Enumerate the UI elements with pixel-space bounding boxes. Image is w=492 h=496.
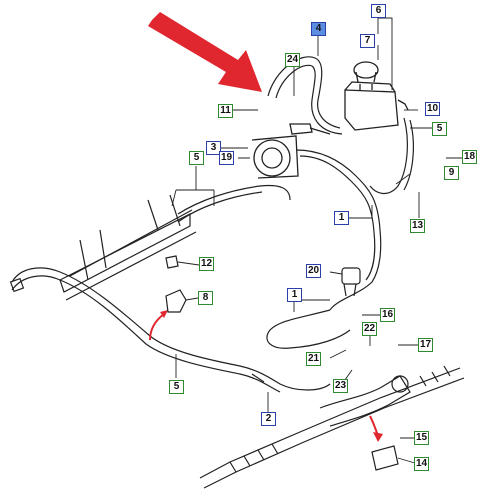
reservoir: [344, 61, 409, 131]
callout-21: 21: [306, 352, 321, 366]
red-pointer-arrow: [148, 12, 262, 92]
bottom-return-hose: [9, 267, 331, 393]
callout-7: 7: [360, 34, 375, 48]
callout-5-left: 5: [189, 151, 204, 165]
small-red-arrow-left: [149, 313, 165, 341]
callout-22: 22: [362, 322, 377, 336]
clip-12: [165, 255, 179, 269]
leader-lines: [171, 17, 464, 465]
callout-14: 14: [414, 457, 429, 471]
pump: [251, 123, 331, 179]
callout-13: 13: [410, 219, 425, 233]
callout-10: 10: [425, 102, 440, 116]
callout-17: 17: [418, 338, 433, 352]
sensor-20: [341, 267, 361, 297]
callout-11: 11: [218, 104, 233, 118]
cooler-lines: [59, 184, 291, 301]
mount-14: [371, 445, 399, 471]
callout-6: 6: [371, 4, 386, 18]
bracket-8: [165, 289, 187, 313]
callout-4: 4: [311, 22, 326, 36]
callout-2: 2: [261, 412, 276, 426]
callout-5-bottom: 5: [169, 380, 184, 394]
callout-19: 19: [219, 151, 234, 165]
callout-9: 9: [444, 166, 459, 180]
callout-8: 8: [198, 291, 213, 305]
callout-1-top: 1: [334, 211, 349, 225]
small-red-arrow-left-head: [160, 310, 168, 318]
callout-12: 12: [199, 257, 214, 271]
return-line-right: [369, 117, 414, 195]
callout-20: 20: [306, 264, 321, 278]
small-red-arrow-right-head: [373, 432, 383, 442]
pressure-line: [266, 149, 382, 349]
callout-16: 16: [380, 308, 395, 322]
callout-15: 15: [414, 431, 429, 445]
callout-18: 18: [462, 150, 477, 164]
callout-5-right: 5: [432, 122, 447, 136]
callout-24: 24: [285, 53, 300, 67]
callout-1-mid: 1: [287, 288, 302, 302]
supply-hose: [267, 56, 343, 135]
steering-rack: [199, 365, 465, 489]
callout-3: 3: [206, 141, 221, 155]
callout-23: 23: [333, 379, 348, 393]
